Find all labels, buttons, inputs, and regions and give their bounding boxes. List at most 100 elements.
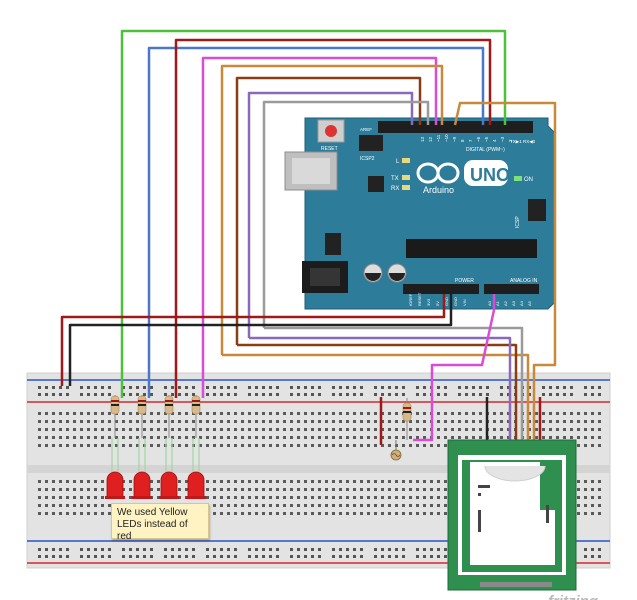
breadboard-hole [122, 436, 125, 439]
breadboard-hole [255, 488, 258, 491]
breadboard-hole [402, 480, 405, 483]
breadboard-hole [395, 496, 398, 499]
led [187, 471, 205, 499]
breadboard-hole [213, 420, 216, 423]
breadboard-hole [325, 428, 328, 431]
breadboard-hole [101, 444, 104, 447]
breadboard-hole [73, 488, 76, 491]
breadboard-hole [248, 386, 251, 389]
breadboard-hole [227, 444, 230, 447]
digital-pin-label: ~6 [476, 136, 481, 142]
breadboard-hole [577, 436, 580, 439]
breadboard-hole [94, 512, 97, 515]
breadboard-hole [122, 548, 125, 551]
reset-button-cap[interactable] [325, 125, 337, 137]
breadboard-hole [297, 393, 300, 396]
breadboard-hole [66, 488, 69, 491]
breadboard-hole [437, 504, 440, 507]
led-tx-label: TX [391, 176, 399, 182]
breadboard-hole [423, 428, 426, 431]
arduino-logo: UNO [416, 160, 510, 186]
breadboard-hole [241, 412, 244, 415]
breadboard-hole [66, 412, 69, 415]
breadboard-hole [73, 496, 76, 499]
breadboard-hole [213, 386, 216, 389]
breadboard-hole [262, 512, 265, 515]
breadboard-hole [339, 428, 342, 431]
breadboard-hole [213, 436, 216, 439]
breadboard-hole [45, 386, 48, 389]
breadboard-hole [591, 548, 594, 551]
breadboard-hole [591, 436, 594, 439]
breadboard-hole [157, 412, 160, 415]
breadboard-hole [332, 444, 335, 447]
breadboard-hole [220, 548, 223, 551]
breadboard-hole [108, 428, 111, 431]
breadboard-hole [381, 428, 384, 431]
breadboard-hole [108, 412, 111, 415]
power-header [403, 284, 479, 294]
analog-pin-label: A1 [495, 300, 500, 306]
breadboard-hole [157, 488, 160, 491]
breadboard-hole [577, 480, 580, 483]
wire-orange-sd [220, 64, 444, 355]
breadboard-hole [388, 412, 391, 415]
breadboard-hole [87, 488, 90, 491]
breadboard-hole [213, 512, 216, 515]
breadboard-hole [171, 393, 174, 396]
breadboard-hole [339, 412, 342, 415]
breadboard-hole [556, 428, 559, 431]
breadboard-hole [423, 480, 426, 483]
breadboard-holes [38, 386, 601, 558]
breadboard-hole [339, 496, 342, 499]
breadboard-hole [87, 480, 90, 483]
breadboard-hole [101, 555, 104, 558]
breadboard-hole [241, 480, 244, 483]
breadboard-hole [115, 420, 118, 423]
breadboard-hole [584, 555, 587, 558]
breadboard-hole [94, 504, 97, 507]
breadboard-hole [577, 420, 580, 423]
digital-pin-label: 2 [508, 139, 513, 142]
breadboard-hole [416, 436, 419, 439]
breadboard-hole [101, 480, 104, 483]
breadboard-hole [423, 496, 426, 499]
breadboard-hole [563, 436, 566, 439]
breadboard-hole [297, 386, 300, 389]
breadboard-hole [402, 555, 405, 558]
breadboard-hole [584, 412, 587, 415]
breadboard-hole [248, 504, 251, 507]
breadboard-hole [52, 548, 55, 551]
breadboard-hole [311, 488, 314, 491]
breadboard-hole [101, 386, 104, 389]
breadboard-hole [346, 386, 349, 389]
breadboard-hole [227, 420, 230, 423]
breadboard-hole [584, 480, 587, 483]
led-l [402, 158, 410, 163]
breadboard-hole [178, 480, 181, 483]
breadboard-hole [59, 548, 62, 551]
breadboard-hole [402, 444, 405, 447]
breadboard-hole [206, 428, 209, 431]
digital-header [378, 121, 533, 133]
breadboard-hole [87, 436, 90, 439]
breadboard-hole [346, 480, 349, 483]
breadboard-hole [584, 386, 587, 389]
power-pin-label: IOREF [408, 293, 413, 306]
breadboard-hole [213, 555, 216, 558]
breadboard-hole [150, 420, 153, 423]
breadboard-hole [395, 420, 398, 423]
power-pin-label: VIN [462, 299, 467, 306]
breadboard-hole [52, 386, 55, 389]
wire-purple-sd [247, 91, 414, 338]
breadboard-hole [164, 393, 167, 396]
breadboard-hole [563, 386, 566, 389]
breadboard-hole [297, 480, 300, 483]
breadboard-hole [178, 436, 181, 439]
digital-pin-label: ~11 [436, 134, 441, 142]
wire-red-led3 [174, 38, 492, 398]
breadboard-hole [185, 420, 188, 423]
breadboard-hole [423, 420, 426, 423]
breadboard-hole [437, 412, 440, 415]
breadboard-hole [66, 496, 69, 499]
